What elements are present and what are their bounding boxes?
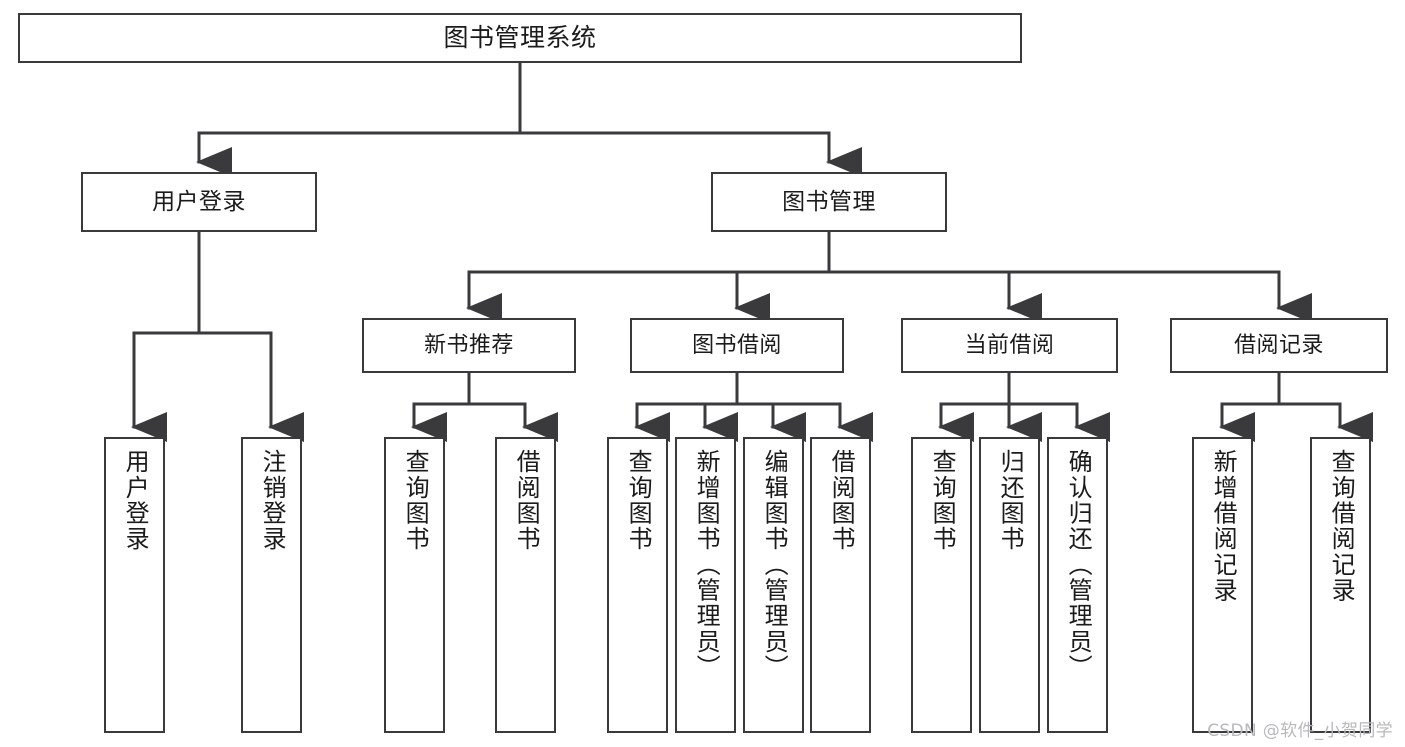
leaf-borrow-book-newbook[interactable]: 借阅图书 <box>495 437 556 733</box>
leaf-query-book-newbook-label: 查询图书 <box>401 449 430 552</box>
leaf-add-borrow-record-label: 新增借阅记录 <box>1209 449 1238 604</box>
leaf-confirm-return-admin[interactable]: 确认归还（管理员） <box>1047 437 1108 733</box>
node-book-management[interactable]: 图书管理 <box>711 172 947 232</box>
leaf-borrow-book[interactable]: 借阅图书 <box>810 437 871 733</box>
leaf-edit-book-admin-label: 编辑图书（管理员） <box>760 449 789 681</box>
leaf-query-book-borrow[interactable]: 查询图书 <box>607 437 668 733</box>
leaf-edit-book-admin[interactable]: 编辑图书（管理员） <box>743 437 804 733</box>
node-user-login[interactable]: 用户登录 <box>81 172 317 232</box>
leaf-query-borrow-record[interactable]: 查询借阅记录 <box>1310 437 1371 733</box>
leaf-logout[interactable]: 注销登录 <box>241 437 302 733</box>
leaf-query-book-newbook[interactable]: 查询图书 <box>384 437 445 733</box>
leaf-add-book-admin[interactable]: 新增图书（管理员） <box>675 437 736 733</box>
node-new-book-recommendation[interactable]: 新书推荐 <box>362 318 576 373</box>
leaf-query-borrow-record-label: 查询借阅记录 <box>1327 449 1356 604</box>
node-new-book-recommendation-label: 新书推荐 <box>424 332 514 358</box>
leaf-confirm-return-admin-label: 确认归还（管理员） <box>1064 449 1093 681</box>
leaf-user-login-label: 用户登录 <box>121 449 150 552</box>
node-root[interactable]: 图书管理系统 <box>18 13 1022 63</box>
node-borrowing-record-label: 借阅记录 <box>1234 332 1324 358</box>
node-book-borrowing[interactable]: 图书借阅 <box>630 318 844 373</box>
leaf-borrow-book-label: 借阅图书 <box>827 449 856 552</box>
node-root-label: 图书管理系统 <box>443 22 597 52</box>
node-current-borrowing[interactable]: 当前借阅 <box>901 318 1118 373</box>
leaf-add-book-admin-label: 新增图书（管理员） <box>692 449 721 681</box>
node-borrowing-record[interactable]: 借阅记录 <box>1170 318 1388 373</box>
leaf-user-login[interactable]: 用户登录 <box>104 437 165 733</box>
csdn-watermark: CSDN @软件_小贺同学 <box>1207 721 1393 741</box>
leaf-logout-label: 注销登录 <box>258 449 287 552</box>
node-book-management-label: 图书管理 <box>782 188 876 215</box>
leaf-return-book[interactable]: 归还图书 <box>979 437 1040 733</box>
leaf-return-book-label: 归还图书 <box>996 449 1025 552</box>
node-user-login-label: 用户登录 <box>152 188 246 215</box>
leaf-query-book-borrow-label: 查询图书 <box>624 449 653 552</box>
node-current-borrowing-label: 当前借阅 <box>964 332 1055 358</box>
leaf-borrow-book-newbook-label: 借阅图书 <box>512 449 541 552</box>
leaf-query-book-current[interactable]: 查询图书 <box>911 437 972 733</box>
leaf-query-book-current-label: 查询图书 <box>928 449 957 552</box>
leaf-add-borrow-record[interactable]: 新增借阅记录 <box>1192 437 1253 733</box>
node-book-borrowing-label: 图书借阅 <box>692 332 782 358</box>
